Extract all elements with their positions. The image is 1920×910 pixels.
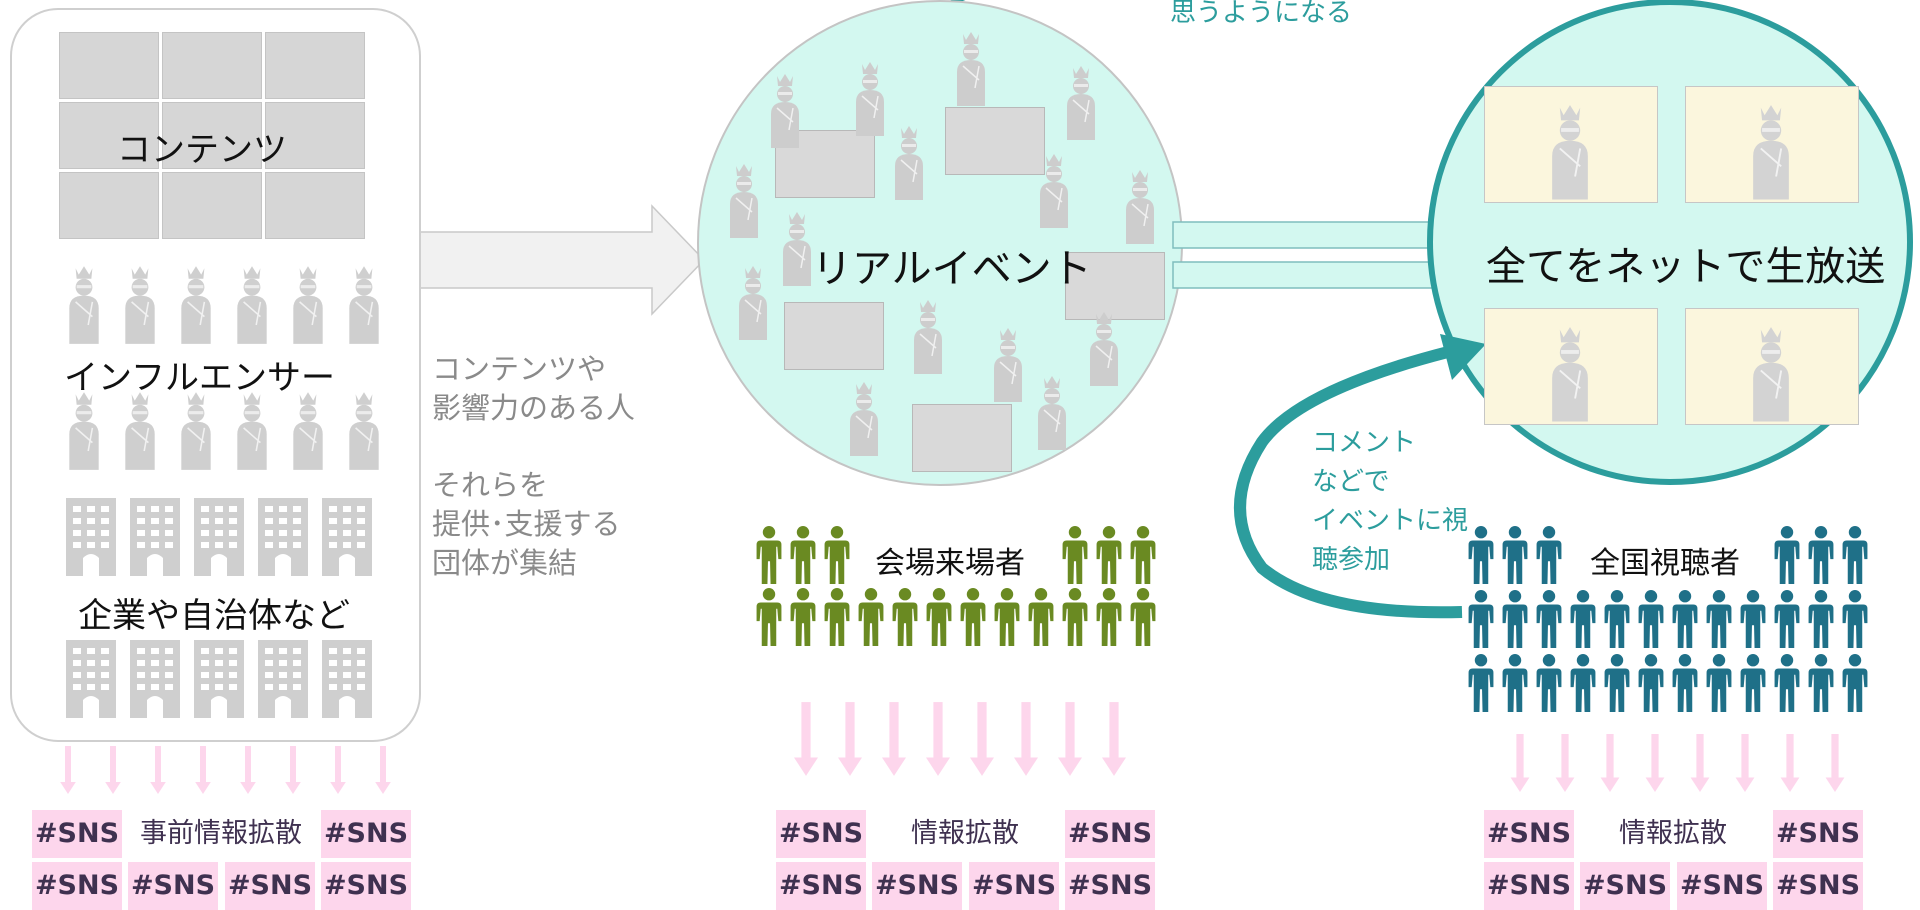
sns-tag-box: #SNS — [321, 810, 411, 858]
sns-tag-box: #SNS — [1677, 862, 1767, 910]
event-content-tile — [1065, 252, 1165, 320]
sns-tag-box: #SNS — [1773, 810, 1863, 858]
supporters-note-1: コンテンツや 影響力のある人 — [432, 352, 636, 425]
sns-spread-label-middle: 情報拡散 — [911, 818, 1019, 849]
sns-tag-box: #SNS — [32, 810, 122, 858]
sns-tag-box: #SNS — [776, 862, 866, 910]
sns-tag-box: #SNS — [321, 862, 411, 910]
event-content-tile — [945, 107, 1045, 175]
sns-tag-box: #SNS — [1065, 810, 1155, 858]
comment-loop-arrow — [1234, 346, 1463, 619]
nationwide-audience-label: 全国視聴者 — [1590, 546, 1740, 581]
sns-spread-label-left: 事前情報拡散 — [140, 818, 302, 849]
broadcast-screen — [1685, 308, 1859, 425]
connector-bar-top — [1172, 221, 1443, 249]
broadcast-screen — [1484, 86, 1658, 203]
content-tile — [265, 172, 365, 239]
content-tile — [59, 32, 159, 99]
content-tile — [265, 32, 365, 99]
sns-tag-box: #SNS — [1773, 862, 1863, 910]
content-tile — [59, 102, 159, 169]
sns-tag-box: #SNS — [1580, 862, 1670, 910]
sns-tag-box: #SNS — [1484, 862, 1574, 910]
top-fragment-text: 思うようになる — [1170, 0, 1353, 28]
real-event-title: リアルイベント — [812, 246, 1092, 292]
event-content-tile — [912, 404, 1012, 472]
content-tile — [162, 172, 262, 239]
content-tile — [162, 102, 262, 169]
sns-tag-box: #SNS — [776, 810, 866, 858]
comment-participation-note: コメント などで イベントに視 聴参加 — [1312, 428, 1469, 575]
content-tile — [59, 172, 159, 239]
sns-spread-label-right: 情報拡散 — [1619, 818, 1727, 849]
sns-tag-box: #SNS — [969, 862, 1059, 910]
venue-audience-label: 会場来場者 — [875, 546, 1025, 581]
influencer-label: インフルエンサー — [64, 358, 335, 398]
comment-loop-arrowhead — [1440, 334, 1486, 380]
contents-label: コンテンツ — [117, 130, 287, 170]
sns-tag-box: #SNS — [1484, 810, 1574, 858]
sns-tag-box: #SNS — [225, 862, 315, 910]
sns-tag-box: #SNS — [872, 862, 962, 910]
sns-tag-box: #SNS — [32, 862, 122, 910]
flow-arrow-gray — [417, 204, 706, 316]
broadcast-screen — [1685, 86, 1859, 203]
event-content-tile — [775, 130, 875, 198]
broadcast-title: 全てをネットで生放送 — [1486, 244, 1886, 290]
broadcast-screen — [1484, 308, 1658, 425]
content-tile — [265, 102, 365, 169]
sns-tag-box: #SNS — [1065, 862, 1155, 910]
content-tile — [162, 32, 262, 99]
supporters-note-2: それらを 提供･支援する 団体が集結 — [432, 468, 621, 580]
organization-label: 企業や自治体など — [78, 596, 350, 636]
connector-bar-bottom — [1172, 261, 1443, 289]
sns-tag-box: #SNS — [128, 862, 218, 910]
event-content-tile — [784, 302, 884, 370]
